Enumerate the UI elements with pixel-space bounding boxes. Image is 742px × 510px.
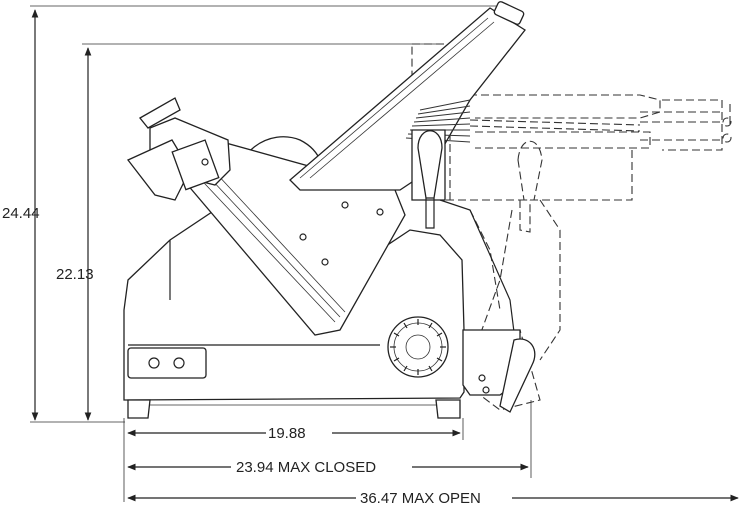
dimension-23-94: 23.94 MAX CLOSED — [127, 400, 532, 478]
dim-label-36-47: 36.47 MAX OPEN — [360, 490, 481, 507]
pusher-knob-icon — [493, 1, 525, 25]
dim-label-23-94: 23.94 MAX CLOSED — [236, 459, 376, 476]
stop-button-icon — [173, 357, 185, 369]
dimension-36-47: 36.47 MAX OPEN — [127, 490, 739, 507]
sharpener-knob-icon — [126, 97, 231, 201]
slicer-body — [123, 1, 536, 419]
thickness-dial-icon — [387, 316, 449, 378]
start-button-icon — [148, 357, 160, 369]
carriage-lock-knob-icon — [499, 338, 536, 413]
dimension-24-44: 24.44 — [2, 5, 500, 423]
carriage-handle-icon — [417, 130, 443, 199]
carriage-tray — [289, 7, 526, 191]
foot-left — [127, 399, 151, 419]
dim-label-22-13: 22.13 — [56, 266, 94, 283]
dim-label-24-44: 24.44 — [2, 205, 40, 222]
dimension-22-13: 22.13 — [56, 43, 440, 421]
foot-right — [435, 399, 461, 419]
dimension-19-88: 19.88 — [123, 418, 464, 502]
dim-label-19-88: 19.88 — [268, 425, 306, 442]
switch-panel — [127, 347, 207, 379]
